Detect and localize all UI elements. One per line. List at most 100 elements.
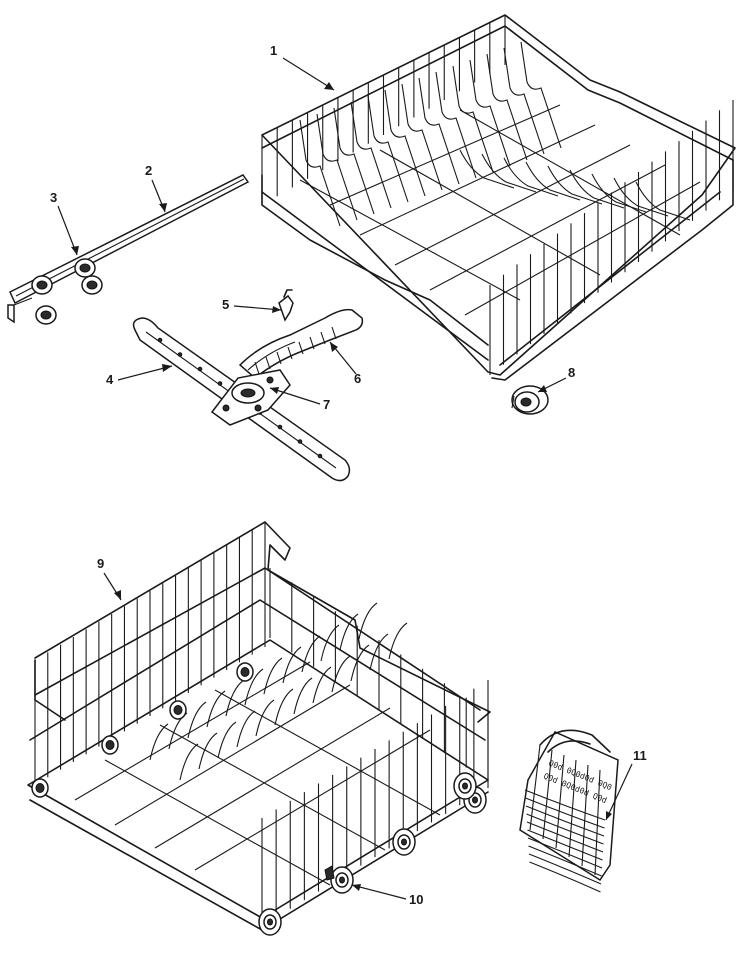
wheel-icon <box>258 772 487 936</box>
arrowhead-4 <box>162 364 172 372</box>
rack-tine <box>263 657 283 695</box>
rack-tine <box>333 107 375 215</box>
rack-tine <box>149 723 169 761</box>
callout-11: 11 <box>633 748 647 763</box>
arrowhead-1 <box>324 82 334 90</box>
upper-rack-icon <box>261 14 736 381</box>
rack-tine <box>635 181 691 221</box>
leader-10 <box>351 884 407 900</box>
rack-tine <box>301 635 321 673</box>
roller-icon <box>511 385 549 415</box>
arrowhead-11 <box>606 811 612 820</box>
callout-8: 8 <box>568 365 575 380</box>
tube-rib <box>331 326 337 340</box>
rack-tine <box>435 71 477 179</box>
basket-rib <box>555 754 565 849</box>
basket-slat <box>528 853 602 885</box>
rack-tine <box>236 710 256 748</box>
rack-tine <box>418 77 460 185</box>
roller-hub <box>86 280 98 290</box>
wheel-hub-center <box>35 783 45 793</box>
spray-hole <box>197 366 203 372</box>
rack-tine <box>358 602 378 640</box>
rack-tine <box>547 165 603 205</box>
rack-tine <box>469 59 511 167</box>
roller-hub <box>40 310 52 320</box>
rack-tine <box>293 677 313 715</box>
wheel-axle <box>401 838 407 846</box>
tube-rib <box>298 341 304 355</box>
rack-tine <box>316 113 358 221</box>
rack-tine <box>481 153 537 193</box>
wheel-axle <box>462 782 468 790</box>
basket-rib <box>568 759 577 858</box>
callout-2: 2 <box>145 163 152 178</box>
rack-tine <box>331 655 351 693</box>
rack-tine <box>299 119 341 227</box>
rack-tine <box>367 95 409 203</box>
arrowhead-6 <box>330 342 338 352</box>
callout-9: 9 <box>97 556 104 571</box>
rack-tine <box>320 624 340 662</box>
clip-icon <box>278 289 294 322</box>
arrowhead-2 <box>159 203 167 212</box>
callout-10: 10 <box>409 892 423 907</box>
rack-tine <box>388 622 408 660</box>
rack-tine <box>613 177 669 217</box>
spray-hole <box>277 424 283 430</box>
tube-rib <box>320 331 326 345</box>
rack-tine <box>187 701 207 739</box>
callout-6: 6 <box>354 371 361 386</box>
arrowhead-9 <box>114 590 121 600</box>
callout-4: 4 <box>106 372 114 387</box>
basket-slat <box>529 861 601 893</box>
rack-tine <box>312 666 332 704</box>
rack-tine <box>384 89 426 197</box>
feed-tube-icon <box>238 308 364 379</box>
tube-rib <box>309 336 315 350</box>
rack-tine <box>503 157 559 197</box>
basket-rib <box>542 749 553 840</box>
rack-tine <box>339 613 359 651</box>
track-rollers-icon <box>31 258 103 325</box>
callout-7: 7 <box>323 397 330 412</box>
leader-1 <box>282 57 335 91</box>
roller-hub <box>79 263 91 273</box>
rack-tine <box>350 644 370 682</box>
rack-track-icon <box>7 174 250 324</box>
wheel-axle <box>267 918 273 926</box>
wheel-hub-center <box>173 705 183 715</box>
tube-rib <box>276 351 282 365</box>
arrowhead-7 <box>270 387 279 394</box>
rack-tine <box>217 721 237 759</box>
leader-7 <box>269 387 321 405</box>
basket-rib <box>594 769 601 876</box>
basket-slat <box>525 805 605 837</box>
tube-rib <box>265 356 271 370</box>
rack-tine <box>244 668 264 706</box>
arrowhead-10 <box>352 884 361 891</box>
rack-tine <box>282 646 302 684</box>
rack-tine <box>369 633 389 671</box>
rack-tine <box>401 83 443 191</box>
wheel-axle <box>472 796 478 804</box>
lower-rack-icon <box>27 521 491 931</box>
rack-tine <box>503 47 545 155</box>
rack-tine <box>525 161 581 201</box>
rack-tine <box>225 679 245 717</box>
tube-rib <box>287 346 293 360</box>
callouts: 1 2 3 4 5 6 7 8 9 10 <box>50 43 647 907</box>
basket-rib <box>581 764 589 867</box>
rack-tine <box>206 690 226 728</box>
hub-icon <box>210 369 291 426</box>
rack-tine <box>520 41 562 149</box>
leader-11 <box>605 763 633 821</box>
wheel-clip <box>324 865 335 881</box>
spray-hole <box>157 337 163 343</box>
rack-tine <box>198 732 218 770</box>
rack-tine <box>350 101 392 209</box>
basket-rib <box>529 744 541 831</box>
silverware-basket-icon: Q0d 0Q0d0d 0Q0 Q0d 0Q0d0d Q0d <box>519 729 619 893</box>
arrowhead-3 <box>71 246 79 255</box>
